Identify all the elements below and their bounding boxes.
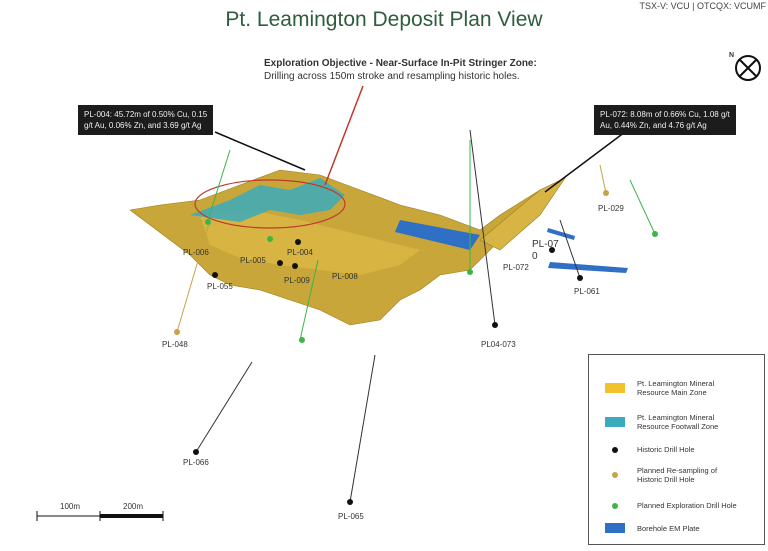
callout-leader	[544, 131, 626, 193]
hole-label: PL-005	[240, 256, 266, 265]
hole-label: PL-006	[183, 248, 209, 257]
hole-label: PL-004	[287, 248, 313, 257]
target-ellipse	[194, 179, 346, 229]
swatch-icon	[605, 523, 625, 533]
swatch-icon	[605, 383, 625, 393]
scale-label-200m: 200m	[123, 502, 144, 511]
legend-planned-hole: Planned Exploration Drill Hole	[605, 501, 737, 510]
objective-text: Drilling across 150m stroke and resampli…	[264, 71, 520, 82]
callout-line: Au, 0.44% Zn, and 4.76 g/t Ag	[600, 121, 707, 130]
legend-label: Historic Drill Hole	[637, 475, 695, 484]
drill-traces	[176, 129, 656, 503]
hole-label: PL-07	[532, 239, 559, 250]
legend-label: Resource Main Zone	[637, 388, 707, 397]
legend-em-plate: Borehole EM Plate	[605, 523, 700, 533]
callout-pl-072: PL-072: 8.08m of 0.66% Cu, 1.08 g/t Au, …	[594, 105, 736, 135]
legend-label: Borehole EM Plate	[637, 523, 700, 533]
callout-line: PL-072: 8.08m of 0.66% Cu, 1.08 g/t	[600, 110, 730, 119]
dot-icon	[612, 446, 618, 453]
hole-label: PL-029	[598, 204, 624, 213]
callout-line: g/t Au, 0.06% Zn, and 3.69 g/t Ag	[84, 121, 202, 130]
hole-label: PL-066	[183, 458, 209, 467]
hole-label: PL-065	[338, 512, 364, 521]
hole-label: 0	[532, 251, 538, 262]
footwall-zone	[190, 178, 345, 222]
north-arrow-icon	[735, 55, 761, 81]
legend-label: Historic Drill Hole	[637, 445, 695, 454]
dot-icon	[612, 472, 618, 478]
swatch-icon	[605, 417, 625, 427]
drill-collars	[174, 190, 658, 505]
page-title: Pt. Leamington Deposit Plan View	[225, 8, 543, 31]
em-plates	[395, 220, 628, 273]
hole-label: PL-072	[503, 263, 529, 272]
scale-label-100m: 100m	[60, 502, 81, 511]
hole-label: PL-055	[207, 282, 233, 291]
callout-leader	[214, 131, 306, 171]
legend-label: Planned Exploration Drill Hole	[637, 501, 737, 510]
ticker: TSX-V: VCU | OTCQX: VCUMF	[639, 1, 766, 11]
north-label: N	[729, 52, 735, 59]
scale-bar	[36, 511, 164, 521]
legend-label: Resource Footwall Zone	[637, 422, 719, 431]
legend-label: Pt. Leamington Mineral	[637, 379, 715, 388]
hole-label: PL-061	[574, 287, 600, 296]
objective-arrow	[324, 85, 364, 186]
callout-pl-004: PL-004: 45.72m of 0.50% Cu, 0.15 g/t Au,…	[78, 105, 214, 135]
objective-heading: Exploration Objective - Near-Surface In-…	[264, 58, 537, 69]
legend-label: Planned Re-sampling of	[637, 466, 718, 475]
legend-label: Pt. Leamington Mineral	[637, 413, 715, 422]
hole-label: PL04-073	[481, 340, 516, 349]
objective-note: Exploration Objective - Near-Surface In-…	[264, 57, 537, 83]
legend-historic-hole: Historic Drill Hole	[605, 445, 695, 454]
dot-icon	[612, 502, 618, 509]
callout-line: PL-004: 45.72m of 0.50% Cu, 0.15	[84, 110, 208, 119]
hole-label: PL-009	[284, 276, 310, 285]
hole-label: PL-048	[162, 340, 188, 349]
hole-label: PL-008	[332, 272, 358, 281]
